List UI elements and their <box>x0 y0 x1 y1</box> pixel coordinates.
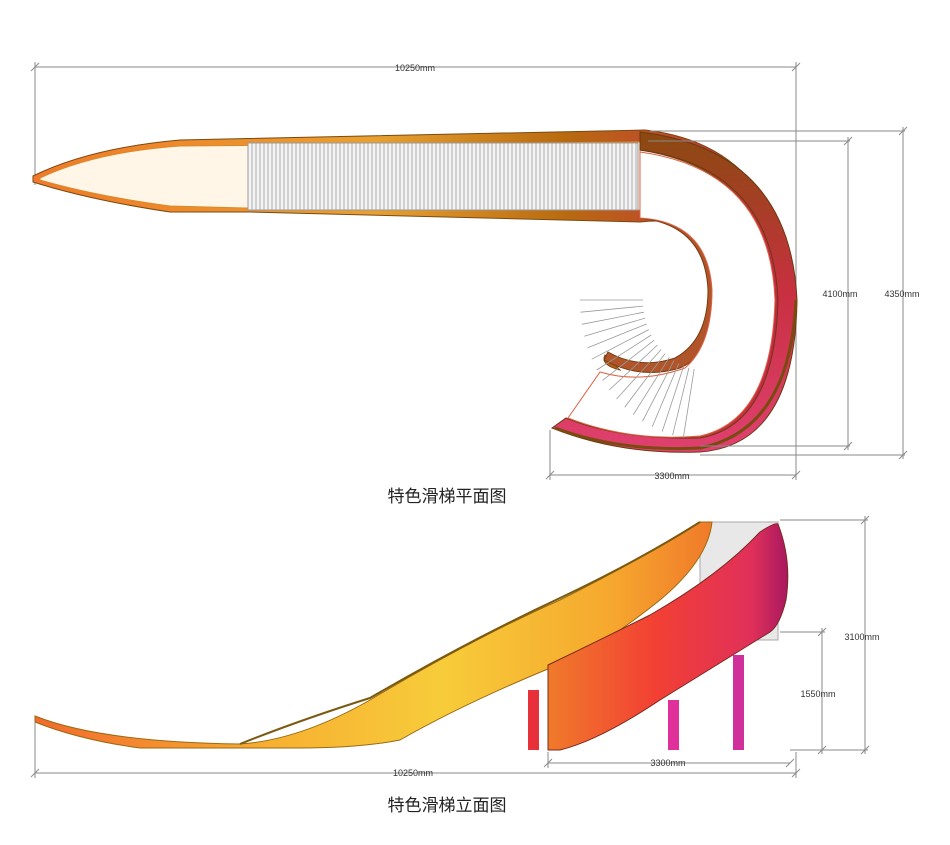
plan-length-dimension: 10250mm <box>30 62 801 480</box>
spiral-step-line <box>661 365 685 432</box>
elevation-mid-height-label: 1550mm <box>800 689 835 699</box>
plan-inner-depth-label: 4100mm <box>822 289 857 299</box>
plan-width-dimension: 3300mm <box>545 430 801 481</box>
spiral-step-line <box>672 367 690 436</box>
elevation-long-slide <box>34 521 713 749</box>
spiral-step-line <box>624 353 666 408</box>
spiral-step-line <box>584 317 646 337</box>
elevation-caption: 特色滑梯立面图 <box>388 796 507 816</box>
spiral-step-line <box>682 368 695 438</box>
spiral-step-line <box>616 349 662 400</box>
elevation-height-dimensions: 3100mm 1550mm <box>780 515 880 755</box>
spiral-step-line <box>581 311 644 325</box>
support-post-3 <box>733 655 744 750</box>
plan-stair-block <box>247 142 639 211</box>
spiral-step-line <box>651 363 680 428</box>
plan-caption: 特色滑梯平面图 <box>388 487 507 507</box>
plan-spiral-edge <box>554 299 798 451</box>
spiral-step-line <box>591 329 649 360</box>
support-post-2 <box>668 700 679 750</box>
spiral-step-line <box>632 357 670 415</box>
elevation-base-dimension: 3300mm <box>543 752 795 768</box>
plan-outer-depth-label: 4350mm <box>884 289 919 299</box>
support-post-1 <box>528 690 539 750</box>
plan-length-label: 10250mm <box>395 63 435 73</box>
spiral-step-line <box>642 360 675 422</box>
plan-stair-steps <box>251 143 637 210</box>
elevation-curved-slide <box>547 523 789 751</box>
elevation-length-dimension: 10250mm <box>30 722 801 778</box>
spiral-step-line <box>596 334 652 371</box>
elevation-long-slide-rim <box>239 521 701 745</box>
plan-view: 10250mm 4100mm 4350mm <box>30 62 920 507</box>
elevation-length-label: 10250mm <box>393 768 433 778</box>
plan-curve-lining <box>567 151 776 438</box>
plan-width-label: 3300mm <box>654 471 689 481</box>
plan-depth-dimensions: 4100mm 4350mm <box>648 126 920 460</box>
elevation-total-height-label: 3100mm <box>844 632 879 642</box>
elevation-base-label: 3300mm <box>650 758 685 768</box>
plan-curve-outer <box>550 131 798 453</box>
spiral-step-line <box>602 339 655 381</box>
spiral-step-line <box>587 323 647 349</box>
spiral-step-line <box>580 305 644 313</box>
plan-spiral-steps <box>580 299 695 438</box>
spiral-step-line <box>608 344 658 391</box>
elevation-view: 3100mm 1550mm 10250mm 3300mm 特色滑梯立面图 <box>30 515 880 816</box>
